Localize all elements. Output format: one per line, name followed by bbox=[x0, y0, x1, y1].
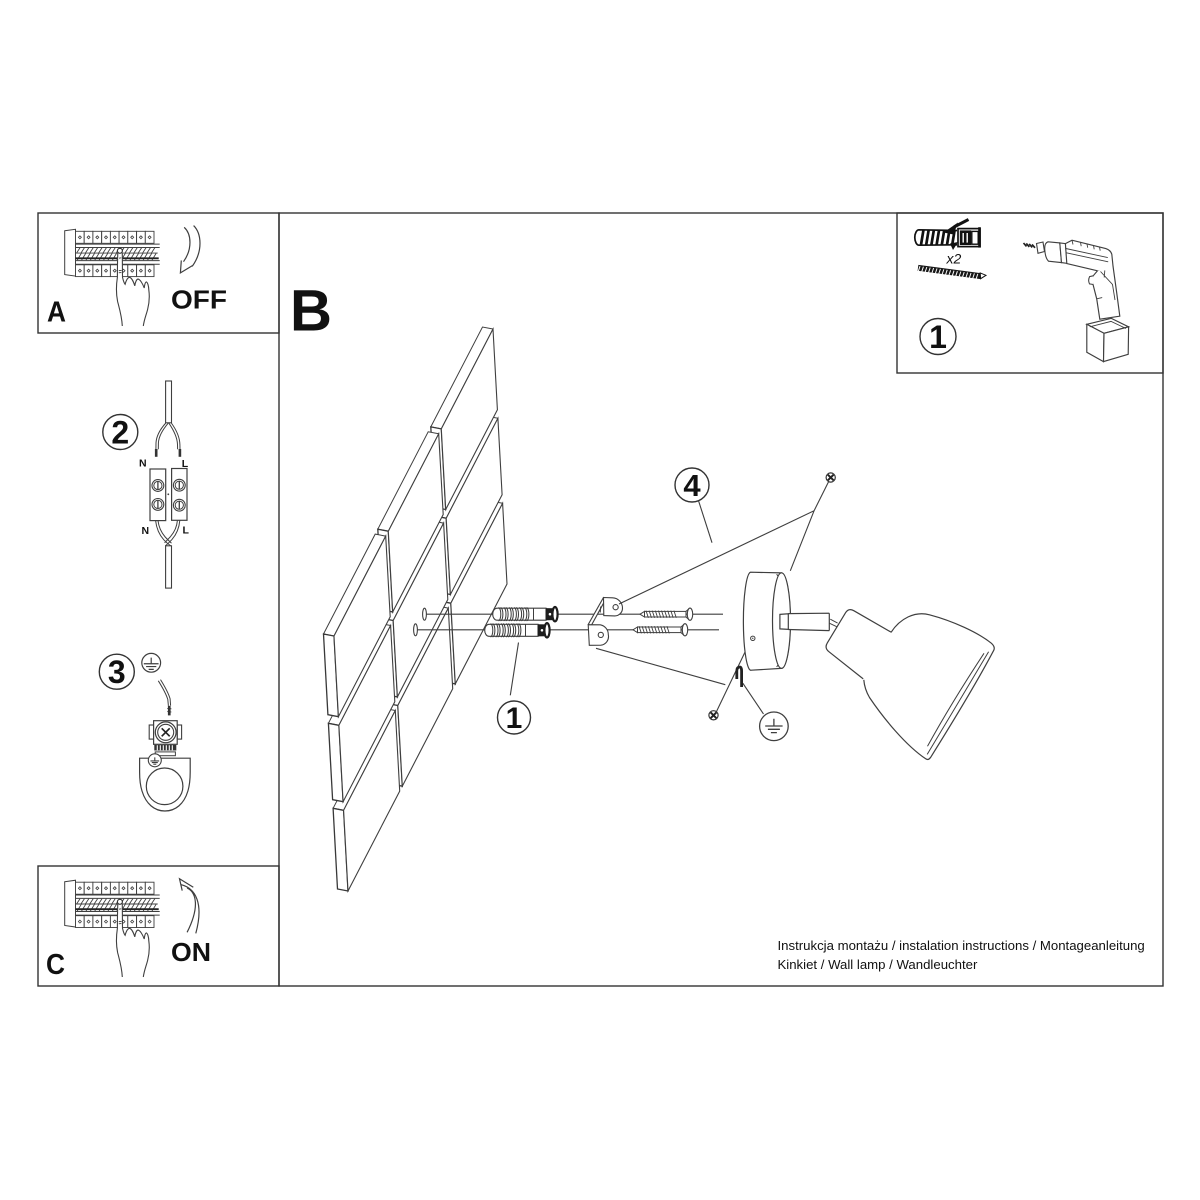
svg-text:L: L bbox=[182, 458, 189, 470]
svg-text:x2: x2 bbox=[946, 251, 962, 267]
svg-text:C: C bbox=[46, 949, 65, 981]
svg-text:A: A bbox=[47, 297, 66, 329]
svg-text:1: 1 bbox=[506, 702, 523, 735]
svg-text:L: L bbox=[183, 525, 190, 537]
svg-text:B: B bbox=[290, 279, 332, 344]
svg-text:4: 4 bbox=[683, 468, 701, 503]
svg-text:ON: ON bbox=[171, 937, 211, 967]
svg-text:OFF: OFF bbox=[171, 285, 227, 315]
svg-text:Instrukcja montażu / instalati: Instrukcja montażu / instalation instruc… bbox=[778, 938, 1145, 953]
svg-text:2: 2 bbox=[111, 414, 129, 450]
svg-text:Kinkiet / Wall lamp / Wandleuc: Kinkiet / Wall lamp / Wandleuchter bbox=[778, 957, 978, 972]
svg-text:N: N bbox=[142, 525, 150, 537]
svg-text:3: 3 bbox=[108, 654, 126, 690]
svg-text:1: 1 bbox=[929, 319, 947, 355]
svg-text:N: N bbox=[139, 458, 147, 470]
